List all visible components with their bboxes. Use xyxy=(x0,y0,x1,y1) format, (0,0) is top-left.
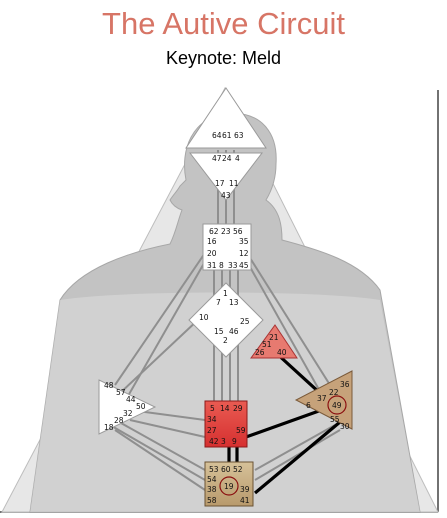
gate-24: 24 xyxy=(222,154,232,163)
gate-2: 2 xyxy=(223,336,228,345)
gate-34: 34 xyxy=(207,415,217,424)
gate-17: 17 xyxy=(215,179,225,188)
gate-56: 56 xyxy=(233,227,243,236)
gate-52: 52 xyxy=(233,465,243,474)
gate-14: 14 xyxy=(220,404,230,413)
gate-25: 25 xyxy=(240,317,250,326)
gate-42: 42 xyxy=(209,437,219,446)
gate-47: 47 xyxy=(212,154,222,163)
gate-3: 3 xyxy=(221,437,226,446)
keynote-subtitle: Keynote: Meld xyxy=(165,48,282,68)
diagram-title: The Autive Circuit xyxy=(102,6,345,41)
gate-18: 18 xyxy=(104,423,114,432)
gate-57: 57 xyxy=(116,388,126,397)
gate-4: 4 xyxy=(235,154,240,163)
gate-28: 28 xyxy=(114,416,124,425)
gate-8: 8 xyxy=(219,261,224,270)
gate-50: 50 xyxy=(136,402,146,411)
gate-15: 15 xyxy=(214,327,224,336)
gate-23: 23 xyxy=(221,227,231,236)
sacral-centre xyxy=(204,400,248,448)
gate-7: 7 xyxy=(216,298,221,307)
gate-26: 26 xyxy=(255,348,265,357)
gate-64: 64 xyxy=(212,131,222,140)
gate-48: 48 xyxy=(104,381,114,390)
gate-21: 21 xyxy=(269,333,279,342)
gate-31: 31 xyxy=(207,261,217,270)
gate-22: 22 xyxy=(329,388,339,397)
gate-51: 51 xyxy=(262,340,272,349)
head-centre xyxy=(185,87,267,149)
gate-33: 33 xyxy=(228,261,238,270)
gate-30: 30 xyxy=(340,422,350,431)
gate-49: 49 xyxy=(332,401,342,410)
gate-10: 10 xyxy=(199,313,209,322)
gate-62: 62 xyxy=(209,227,219,236)
gate-32: 32 xyxy=(123,409,133,418)
spleen-centre xyxy=(98,379,157,435)
gate-19-highlight-circle xyxy=(219,476,239,496)
gate-40: 40 xyxy=(277,348,287,357)
g-centre xyxy=(188,282,264,358)
gate-53: 53 xyxy=(209,465,219,474)
gate-58: 58 xyxy=(207,496,217,505)
gate-54: 54 xyxy=(207,475,217,484)
gate-63: 63 xyxy=(234,131,244,140)
gate-16: 16 xyxy=(207,237,217,246)
gate-13: 13 xyxy=(229,298,239,307)
gate-38: 38 xyxy=(207,485,217,494)
gate-37: 37 xyxy=(317,394,327,403)
root-centre xyxy=(204,461,254,507)
gate-20: 20 xyxy=(207,249,217,258)
gate-1: 1 xyxy=(223,289,228,298)
gate-35: 35 xyxy=(239,237,249,246)
gate-29: 29 xyxy=(233,404,243,413)
gate-36: 36 xyxy=(340,380,350,389)
active-channels xyxy=(227,350,342,495)
gate-11: 11 xyxy=(229,179,239,188)
gate-45: 45 xyxy=(239,261,249,270)
gate-labels: 64 61 63 47 24 4 17 11 43 62 23 56 16 35… xyxy=(104,131,350,505)
gate-60: 60 xyxy=(221,465,231,474)
gate-39: 39 xyxy=(240,485,250,494)
gate-27: 27 xyxy=(207,426,217,435)
gate-44: 44 xyxy=(126,395,136,404)
gate-19: 19 xyxy=(224,482,234,491)
gate-55: 55 xyxy=(330,415,340,424)
ajna-centre xyxy=(188,152,264,201)
gate-9: 9 xyxy=(232,437,237,446)
gate-6: 6 xyxy=(306,401,311,410)
gate-49-highlight-circle xyxy=(327,395,347,415)
gate-41: 41 xyxy=(240,496,250,505)
gate-61: 61 xyxy=(222,131,232,140)
gate-5: 5 xyxy=(210,404,215,413)
gate-46: 46 xyxy=(229,327,239,336)
throat-centre xyxy=(202,223,252,271)
gate-12: 12 xyxy=(239,249,249,258)
gate-59: 59 xyxy=(236,426,246,435)
heart-centre xyxy=(250,324,298,359)
gate-43: 43 xyxy=(221,191,231,200)
